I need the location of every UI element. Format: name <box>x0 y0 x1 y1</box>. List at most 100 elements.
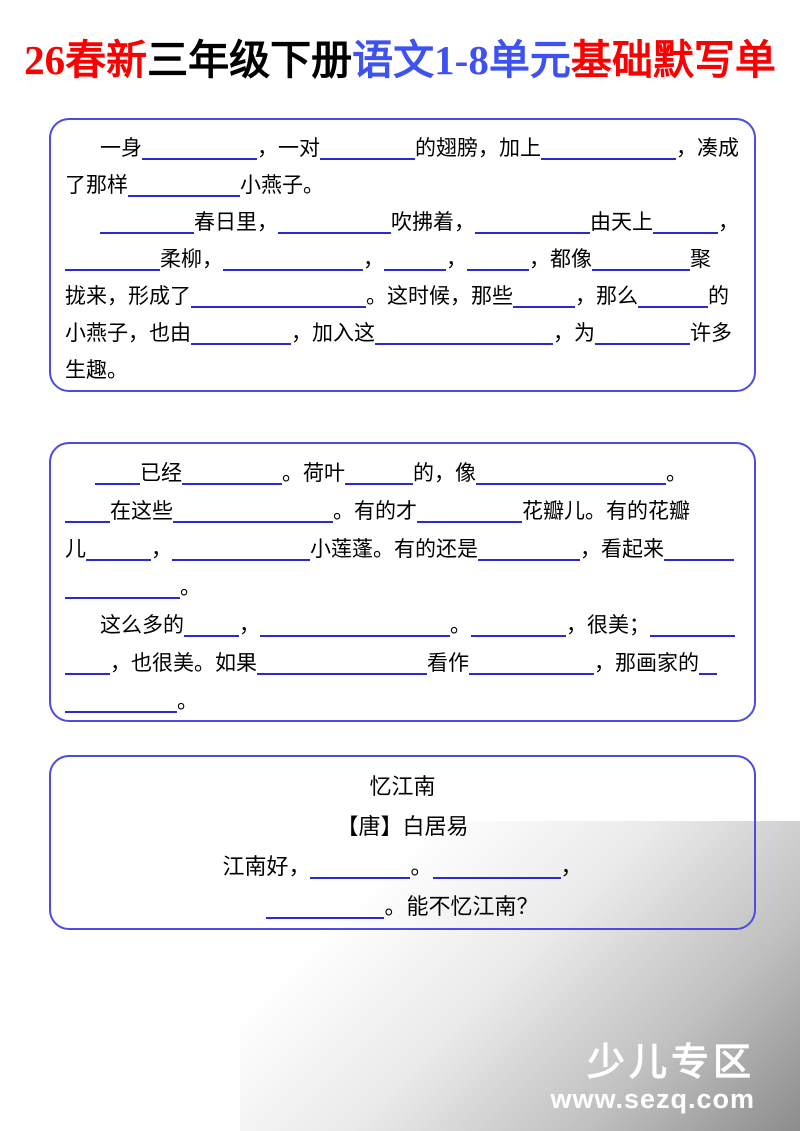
worksheet-line: 春日里，吹拂着，由天上， <box>65 204 740 241</box>
text-run: 。 <box>450 613 471 637</box>
corner-gradient-decoration <box>240 821 800 1131</box>
blank-answer-line <box>513 286 575 308</box>
title-segment: 三年级下册 <box>147 37 353 83</box>
text-run: 花瓣儿。有的花瓣 <box>522 499 690 523</box>
watermark-brand: 少儿专区 <box>586 1041 755 1084</box>
blank-answer-line <box>653 212 718 234</box>
poem-box-yijiangnan: 忆江南【唐】白居易江南好，。，。能不忆江南？ <box>49 755 756 930</box>
blank-answer-line <box>184 615 239 637</box>
text-run: 了那样 <box>65 173 128 197</box>
blank-answer-line <box>478 539 580 561</box>
text-run: 这么多的 <box>100 613 184 637</box>
blank-answer-line <box>172 539 310 561</box>
text-run: 由天上 <box>590 210 653 234</box>
blank-answer-line <box>650 615 735 637</box>
text-run: ，凑成 <box>676 136 739 160</box>
blank-answer-line <box>142 138 257 160</box>
worksheet-line: 小燕子，也由 ，加入这 ，为 许多 <box>65 315 740 352</box>
text-run: ， <box>560 854 583 879</box>
blank-answer-line <box>182 463 282 485</box>
blank-answer-line <box>471 615 566 637</box>
text-run: 的翅膀，加上 <box>415 136 541 160</box>
blank-answer-line <box>260 615 450 637</box>
text-run: 已经 <box>140 461 182 485</box>
title-segment: 基础默写单 <box>570 37 776 83</box>
text-run: ，为 <box>553 321 595 345</box>
blank-answer-line <box>541 138 676 160</box>
worksheet-line: 这么多的 ， 。 ，很美； <box>65 606 740 644</box>
text-run: ，看起来 <box>580 537 664 561</box>
text-run: 春日里， <box>194 210 278 234</box>
text-run: ，加入这 <box>291 321 375 345</box>
text-run: 的，像 <box>413 461 476 485</box>
text-run: ， <box>151 537 172 561</box>
blank-answer-line <box>100 212 194 234</box>
text-run: ， <box>239 613 260 637</box>
worksheet-line: 。 <box>65 568 740 606</box>
text-run: 拢来，形成了 <box>65 284 191 308</box>
text-run: 儿 <box>65 537 86 561</box>
blank-answer-line <box>469 653 594 675</box>
blank-answer-line <box>65 501 110 523</box>
blank-answer-line <box>95 463 140 485</box>
worksheet-line: 了那样 小燕子。 <box>65 167 740 204</box>
text-run: ，很美； <box>566 613 650 637</box>
blank-answer-line <box>257 653 427 675</box>
indent-spacer <box>65 479 95 480</box>
blank-answer-line <box>128 175 240 197</box>
blank-answer-line <box>345 463 413 485</box>
text-run: ，也很美。如果 <box>110 651 257 675</box>
text-run: 【唐】白居易 <box>336 814 469 839</box>
watermark: 少儿专区 www.sezq.com <box>550 1042 755 1115</box>
worksheet-line: 儿，小莲蓬。有的还是，看起来 <box>65 530 740 568</box>
text-run: 柔柳， <box>160 247 223 271</box>
text-run: 在这些 <box>110 499 173 523</box>
blank-answer-line <box>384 249 446 271</box>
text-run: ，一对 <box>257 136 320 160</box>
worksheet-line: 忆江南 <box>65 767 740 807</box>
blank-answer-line <box>65 577 180 599</box>
text-run: 小燕子。 <box>240 173 324 197</box>
blank-answer-line <box>65 653 110 675</box>
indent-spacer <box>65 631 100 632</box>
blank-answer-line <box>592 249 690 271</box>
blank-answer-line <box>320 138 415 160</box>
text-run: ，那画家的 <box>594 651 699 675</box>
text-run: 。有的才 <box>333 499 417 523</box>
passage-box-lotus: 已经。荷叶的，像。在这些。有的才花瓣儿。有的花瓣儿，小莲蓬。有的还是，看起来。这… <box>49 442 756 722</box>
worksheet-line: 在这些 。有的才 花瓣儿。有的花瓣 <box>65 492 740 530</box>
title-segment: 26春新 <box>24 37 148 83</box>
worksheet-line: 江南好，。， <box>65 847 740 887</box>
worksheet-line: 。能不忆江南？ <box>65 887 740 927</box>
worksheet-line: 已经。荷叶的，像。 <box>65 454 740 492</box>
text-run: ， <box>718 210 739 234</box>
text-run: 许多 <box>690 321 732 345</box>
blank-answer-line <box>65 249 160 271</box>
blank-answer-line <box>173 501 333 523</box>
passage-box-swallow: 一身，一对的翅膀，加上，凑成了那样小燕子。春日里，吹拂着，由天上，柔柳，，，，都… <box>49 118 756 392</box>
text-run: 。 <box>180 575 201 599</box>
blank-answer-line <box>310 856 411 879</box>
text-run: ，那么 <box>575 284 638 308</box>
blank-answer-line <box>432 856 561 879</box>
blank-answer-line <box>664 539 734 561</box>
blank-answer-line <box>86 539 151 561</box>
text-run: 。 <box>177 689 198 713</box>
worksheet-line: 生趣。 <box>65 352 740 389</box>
text-run: 。 <box>410 854 433 879</box>
page-title: 26春新三年级下册语文1-8单元基础默写单 <box>0 26 800 86</box>
blank-answer-line <box>467 249 529 271</box>
blank-answer-line <box>417 501 522 523</box>
worksheet-line: 拢来，形成了。这时候，那些，那么的 <box>65 278 740 315</box>
indent-spacer <box>65 228 100 229</box>
text-run: ， <box>363 247 384 271</box>
text-run: 忆江南 <box>369 774 436 799</box>
blank-answer-line <box>699 653 717 675</box>
text-run: 看作 <box>427 651 469 675</box>
worksheet-line: 。 <box>65 682 740 720</box>
blank-answer-line <box>191 323 291 345</box>
blank-answer-line <box>65 691 177 713</box>
blank-answer-line <box>223 249 363 271</box>
text-run: 的 <box>708 284 729 308</box>
text-run: 小燕子，也由 <box>65 321 191 345</box>
